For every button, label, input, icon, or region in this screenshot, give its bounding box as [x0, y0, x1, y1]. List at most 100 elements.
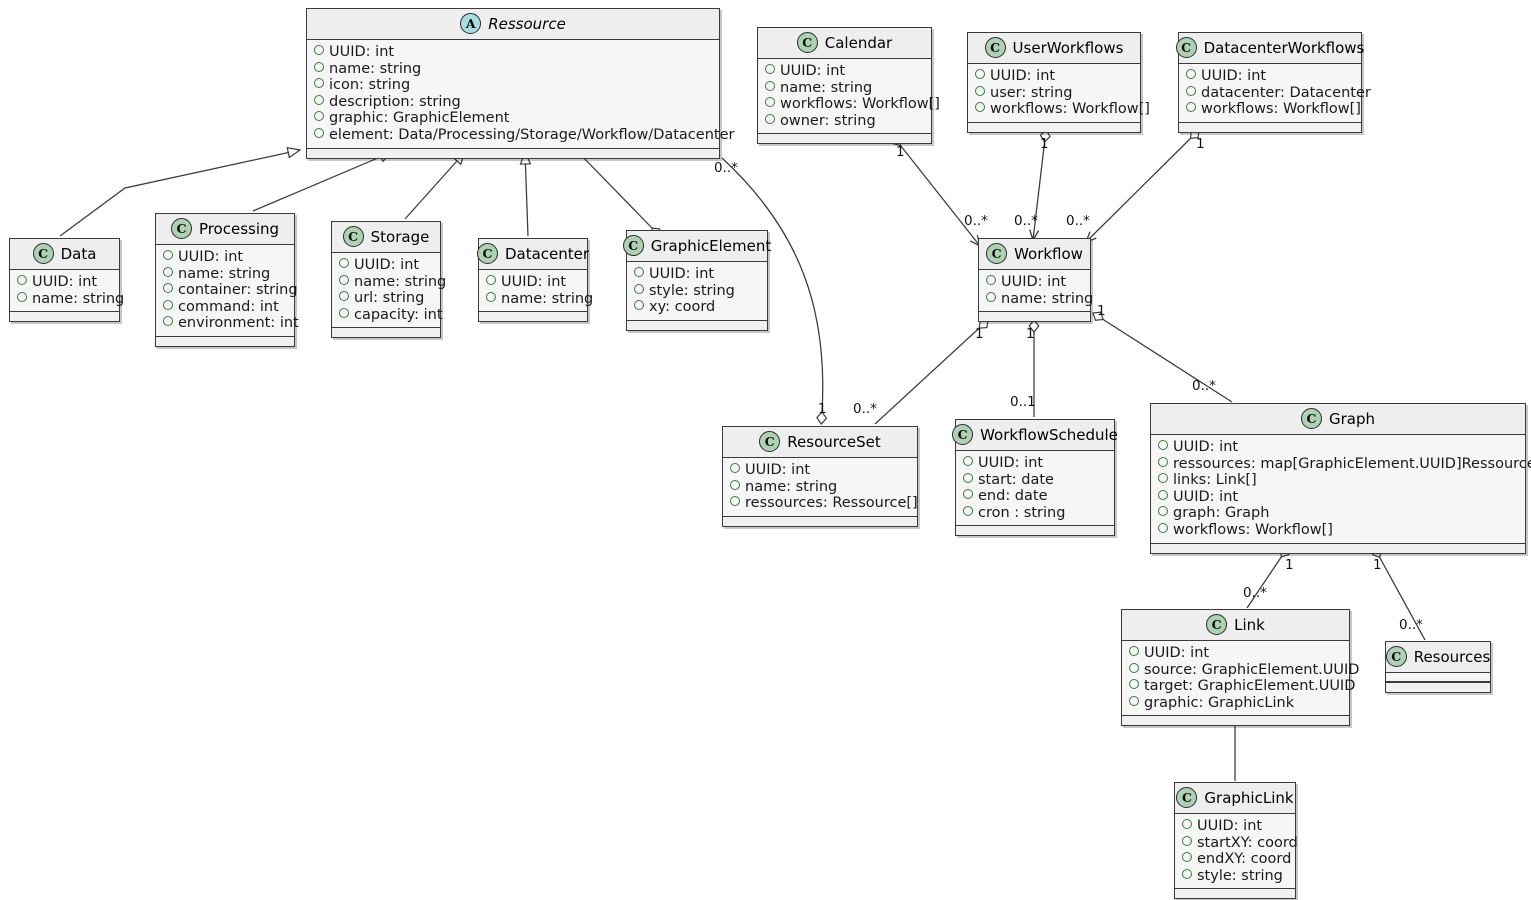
attribute-row: start: date	[963, 472, 1106, 489]
attribute-text: UUID: int	[354, 257, 420, 273]
class-icon: C	[984, 37, 1006, 58]
visibility-public-icon	[486, 275, 496, 285]
class-name-graphicelement: GraphicElement	[650, 236, 772, 255]
class-icon: C	[796, 32, 818, 53]
attribute-row: graphic: GraphicElement	[314, 110, 711, 127]
visibility-public-icon	[163, 266, 173, 277]
attribute-text: UUID: int	[780, 63, 846, 79]
visibility-public-icon	[1186, 102, 1196, 113]
visibility-public-icon	[1158, 456, 1168, 467]
attribute-row: owner: string	[765, 113, 923, 130]
attribute-row: container: string	[163, 282, 298, 299]
attribute-text: UUID: int	[1144, 645, 1210, 661]
attribute-row: UUID: int	[314, 44, 711, 61]
visibility-public-icon	[1158, 506, 1168, 517]
class-icon: C	[759, 431, 781, 452]
methods-compartment-resources	[1386, 682, 1490, 692]
visibility-public-icon	[339, 307, 349, 318]
visibility-public-icon	[1129, 695, 1139, 706]
visibility-public-icon	[1186, 85, 1196, 96]
visibility-public-icon	[1182, 868, 1192, 879]
attribute-text: UUID: int	[745, 462, 811, 478]
class-name-link: Link	[1234, 615, 1265, 634]
attribute-row: source: GraphicElement.UUID	[1129, 662, 1359, 679]
methods-compartment-calendar	[758, 133, 931, 144]
attribute-row: target: GraphicElement.UUID	[1129, 678, 1355, 695]
attribute-text: description: string	[329, 93, 461, 110]
attribute-text: UUID: int	[649, 266, 715, 282]
class-name-calendar: Calendar	[824, 33, 893, 52]
attribute-row: workflows: Workflow[]	[765, 96, 940, 113]
class-icon: C	[622, 235, 644, 256]
m-sched-0to1: 0..1	[1010, 394, 1036, 410]
methods-compartment-userworkflows	[968, 121, 1140, 132]
attribute-text: ressources: Ressource[]	[745, 495, 918, 512]
attribute-text: UUID: int	[32, 274, 98, 290]
attribute-row: datacenter: Datacenter	[1186, 85, 1371, 102]
attribute-row: name: string	[986, 291, 1093, 308]
attribute-text: owner: string	[780, 112, 876, 129]
attribute-text: graph: Graph	[1173, 505, 1270, 522]
class-header-calendar: C Calendar	[758, 28, 931, 59]
attribute-row: workflows: Workflow[]	[1186, 101, 1361, 118]
attribute-row: UUID: int	[17, 274, 111, 291]
m-workflow-graph-1: 1	[1097, 303, 1106, 319]
attribute-row: UUID: int	[1129, 645, 1341, 662]
class-icon: C	[952, 424, 974, 445]
attribute-row: style: string	[634, 283, 759, 300]
attribute-text: graphic: GraphicLink	[1144, 694, 1295, 711]
visibility-public-icon	[765, 113, 775, 124]
attribute-text: source: GraphicElement.UUID	[1144, 661, 1360, 678]
visibility-public-icon	[1158, 440, 1168, 450]
visibility-public-icon	[339, 291, 349, 302]
class-name-storage: Storage	[370, 227, 430, 246]
visibility-public-icon	[986, 291, 996, 302]
visibility-public-icon	[730, 479, 740, 490]
attribute-row: UUID: int	[634, 266, 759, 283]
methods-compartment-processing	[156, 335, 294, 346]
class-name-workflow: Workflow	[1014, 244, 1083, 263]
attribute-row: environment: int	[163, 315, 299, 332]
visibility-public-icon	[1158, 522, 1168, 533]
attribute-text: workflows: Workflow[]	[1173, 521, 1333, 538]
attribute-text: xy: coord	[649, 299, 716, 316]
visibility-public-icon	[163, 316, 173, 327]
visibility-public-icon	[339, 258, 349, 268]
class-name-graph: Graph	[1328, 409, 1375, 428]
visibility-public-icon	[975, 85, 985, 96]
class-icon: C	[170, 218, 192, 239]
m-resset-star: 0..*	[853, 401, 877, 417]
attribute-row: cron : string	[963, 505, 1106, 522]
m-resset-1: 1	[818, 401, 827, 417]
attribute-text: UUID: int	[1201, 68, 1267, 84]
attribute-text: startXY: coord	[1197, 834, 1298, 851]
attribute-row: name: string	[17, 291, 124, 308]
attribute-row: endXY: coord	[1182, 851, 1291, 868]
methods-compartment-graph	[1151, 542, 1525, 553]
visibility-public-icon	[1129, 679, 1139, 690]
attribute-text: name: string	[32, 290, 125, 307]
visibility-public-icon	[1158, 489, 1168, 500]
